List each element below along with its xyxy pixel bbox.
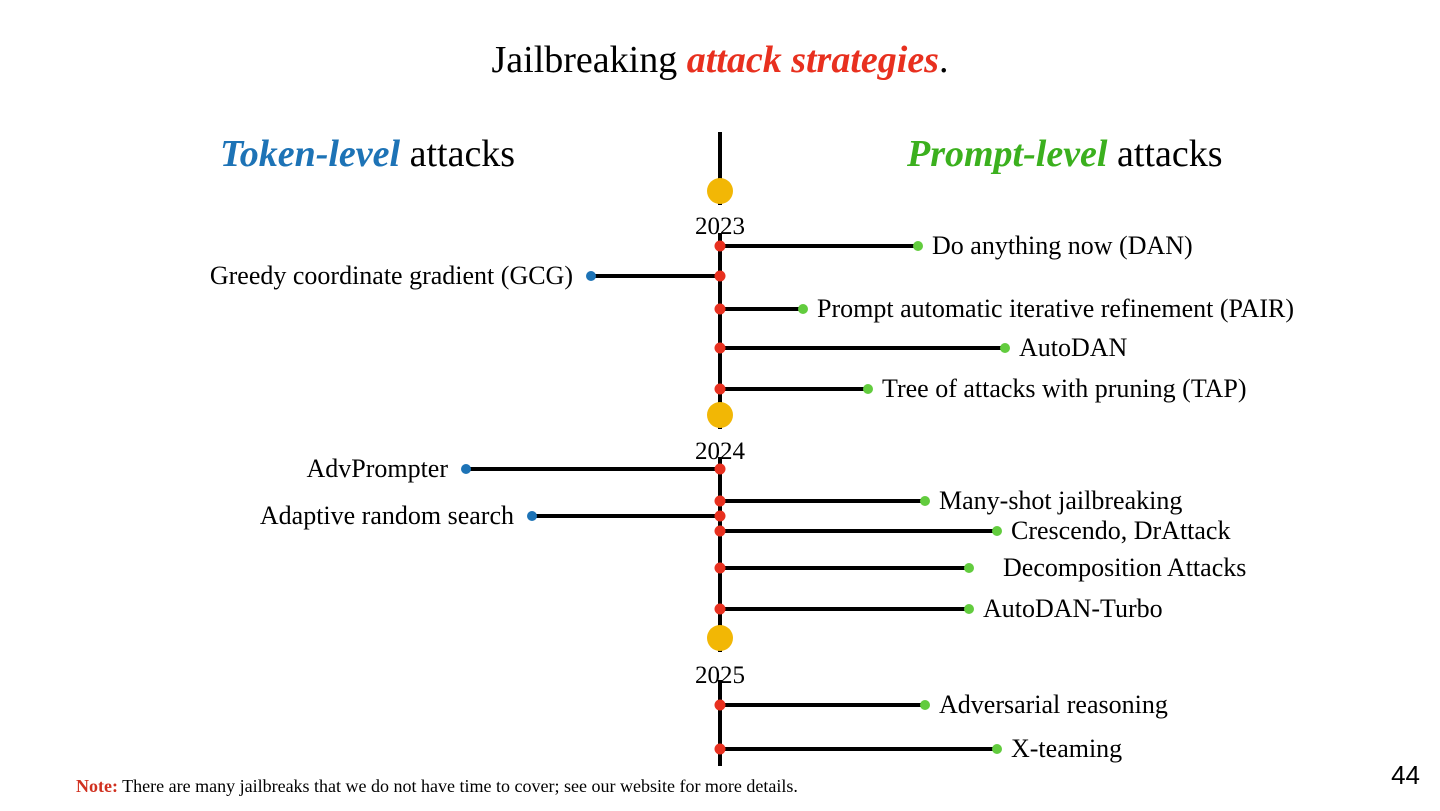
junction-dot (714, 270, 726, 282)
token-attack-dot (527, 511, 537, 521)
prompt-attack-label: Decomposition Attacks (1003, 553, 1246, 582)
year-dot (707, 625, 733, 651)
prompt-attack-label: AutoDAN-Turbo (983, 594, 1163, 623)
prompt-attack-dot (992, 526, 1002, 536)
prompt-attack-dot (964, 604, 974, 614)
footnote: Note: There are many jailbreaks that we … (76, 776, 798, 797)
prompt-attack-label: Crescendo, DrAttack (1011, 516, 1230, 545)
junction-dot (714, 463, 726, 475)
prompt-attack-dot (964, 563, 974, 573)
token-level-accent: Token-level (220, 133, 401, 175)
prompt-attack-label: AutoDAN (1019, 333, 1128, 362)
prompt-attack-dot (798, 304, 808, 314)
year-label: 2024 (695, 438, 746, 465)
prompt-attack-label: Adversarial reasoning (939, 690, 1168, 719)
slide-title: Jailbreaking attack strategies. (0, 38, 1440, 82)
year-gap (690, 429, 750, 457)
footnote-key: Note: (76, 776, 118, 796)
prompt-attack-dot (863, 384, 873, 394)
junction-dot (714, 603, 726, 615)
prompt-level-rest: attacks (1107, 133, 1223, 175)
prompt-attack-label: Many-shot jailbreaking (939, 486, 1182, 515)
title-suffix: . (938, 39, 949, 81)
prompt-attack-label: Tree of attacks with pruning (TAP) (882, 374, 1247, 403)
junction-dot (714, 743, 726, 755)
title-prefix: Jailbreaking (491, 39, 687, 81)
prompt-attack-label: Do anything now (DAN) (932, 231, 1193, 260)
year-label: 2023 (695, 213, 745, 240)
prompt-attack-label: X-teaming (1011, 734, 1122, 763)
token-level-heading: Token-level attacks (220, 132, 515, 176)
junction-dot (714, 562, 726, 574)
prompt-attack-dot (920, 700, 930, 710)
footnote-text: There are many jailbreaks that we do not… (117, 776, 798, 796)
year-gap (690, 205, 750, 233)
token-level-rest: attacks (400, 133, 516, 175)
year-dot (707, 402, 733, 428)
year-gap (690, 652, 750, 680)
prompt-attack-dot (992, 744, 1002, 754)
junction-dot (714, 303, 726, 315)
junction-dot (714, 525, 726, 537)
junction-dot (714, 495, 726, 507)
junction-dot (714, 240, 726, 252)
token-attack-label: Adaptive random search (260, 501, 514, 530)
year-dot (707, 178, 733, 204)
junction-dot (714, 342, 726, 354)
prompt-attack-label: Prompt automatic iterative refinement (P… (817, 294, 1294, 323)
prompt-attack-dot (1000, 343, 1010, 353)
junction-dot (714, 699, 726, 711)
junction-dot (714, 383, 726, 395)
token-attack-dot (586, 271, 596, 281)
token-attack-label: Greedy coordinate gradient (GCG) (210, 261, 573, 290)
prompt-attack-dot (913, 241, 923, 251)
year-label: 2025 (695, 662, 745, 689)
title-accent: attack strategies (686, 39, 939, 81)
page-number: 44 (1391, 760, 1420, 790)
token-attack-label: AdvPrompter (306, 454, 448, 483)
token-attack-dot (461, 464, 471, 474)
prompt-level-accent: Prompt-level (907, 133, 1108, 175)
prompt-attack-dot (920, 496, 930, 506)
prompt-level-heading: Prompt-level attacks (907, 132, 1223, 176)
junction-dot (714, 510, 726, 522)
